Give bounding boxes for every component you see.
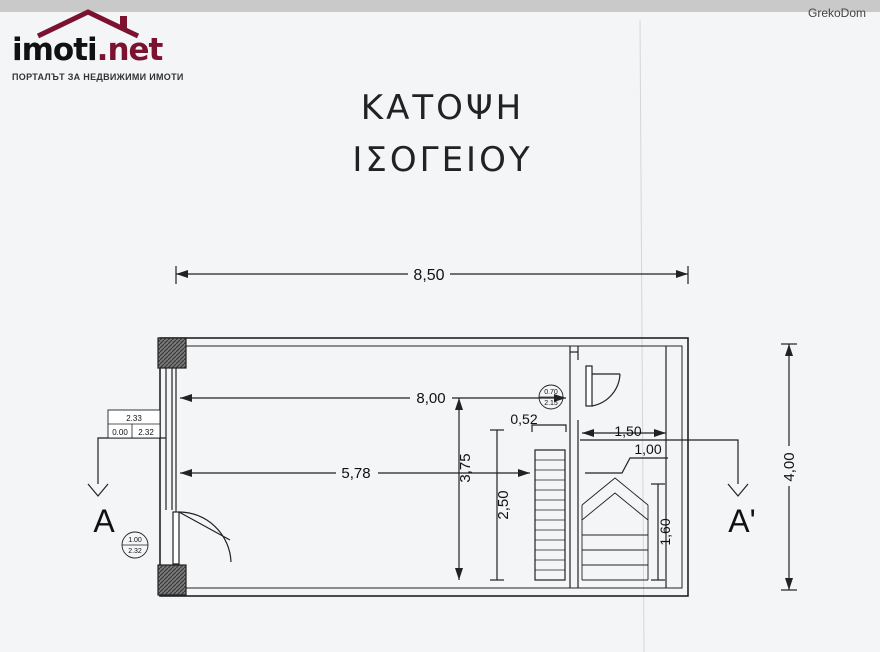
small-door-frame bbox=[585, 365, 593, 407]
outer-wall bbox=[159, 337, 689, 597]
door-main-height: 2.32 bbox=[128, 548, 142, 555]
main-door-leaf bbox=[178, 511, 231, 541]
dim-stair-width: 0,52 bbox=[510, 411, 537, 427]
level-bottom-left: 0.00 bbox=[112, 428, 128, 437]
logo-name: imoti bbox=[12, 32, 98, 68]
house-roof-icon bbox=[36, 9, 140, 39]
staircase bbox=[534, 449, 566, 581]
plan-title-line2: ΙΣΟΓΕΙΟΥ bbox=[352, 140, 533, 180]
dim-total-width: 8,50 bbox=[413, 267, 444, 284]
door-small-height: 2.15 bbox=[544, 400, 558, 407]
logo-tagline: ПОРТАЛЪТ ЗА НЕДВИЖИМИ ИМОТИ bbox=[12, 72, 184, 82]
dim-height-mid: 3,75 bbox=[457, 453, 474, 482]
column-bottom-left bbox=[157, 564, 187, 596]
section-label-left: A bbox=[93, 503, 115, 539]
plan-title-line1: ΚΑΤΟΨΗ bbox=[360, 88, 525, 128]
logo-suffix: .net bbox=[96, 32, 164, 68]
section-line-left bbox=[97, 437, 166, 484]
dim-right-upper: 1,50 bbox=[614, 423, 641, 439]
dim-height-stair: 2,50 bbox=[495, 490, 512, 519]
logo-wordmark: imoti.net bbox=[12, 32, 164, 68]
top-bar bbox=[0, 0, 880, 12]
dim-inner-width: 8,00 bbox=[416, 390, 445, 407]
main-door-swing bbox=[178, 511, 232, 563]
dim-height-right: 1,60 bbox=[657, 518, 673, 545]
arrowheads bbox=[176, 270, 793, 590]
level-bottom-right: 2.32 bbox=[138, 428, 154, 437]
dim-right-lower: 1,00 bbox=[634, 441, 661, 457]
door-small-width: 0.70 bbox=[544, 389, 558, 396]
dim-line-right-lower bbox=[585, 457, 668, 474]
site-logo[interactable]: imoti.net ПОРТАЛЪТ ЗА НЕДВИЖИМИ ИМОТИ bbox=[8, 8, 183, 88]
stair-steps bbox=[535, 459, 565, 571]
inner-wall bbox=[175, 345, 683, 589]
watermark: GrekoDom bbox=[807, 6, 866, 20]
dim-line-stair-width bbox=[531, 424, 567, 432]
section-line-right bbox=[580, 439, 739, 484]
dim-left-section: 5,78 bbox=[341, 465, 370, 482]
section-label-right: A' bbox=[728, 503, 755, 539]
column-top-left bbox=[157, 337, 187, 369]
level-top: 2.33 bbox=[126, 414, 142, 423]
small-door-swing bbox=[591, 373, 621, 407]
dim-outer-height: 4,00 bbox=[781, 452, 798, 481]
main-door-frame bbox=[172, 511, 180, 565]
right-stair bbox=[581, 477, 649, 581]
door-main-width: 1.00 bbox=[128, 537, 142, 544]
